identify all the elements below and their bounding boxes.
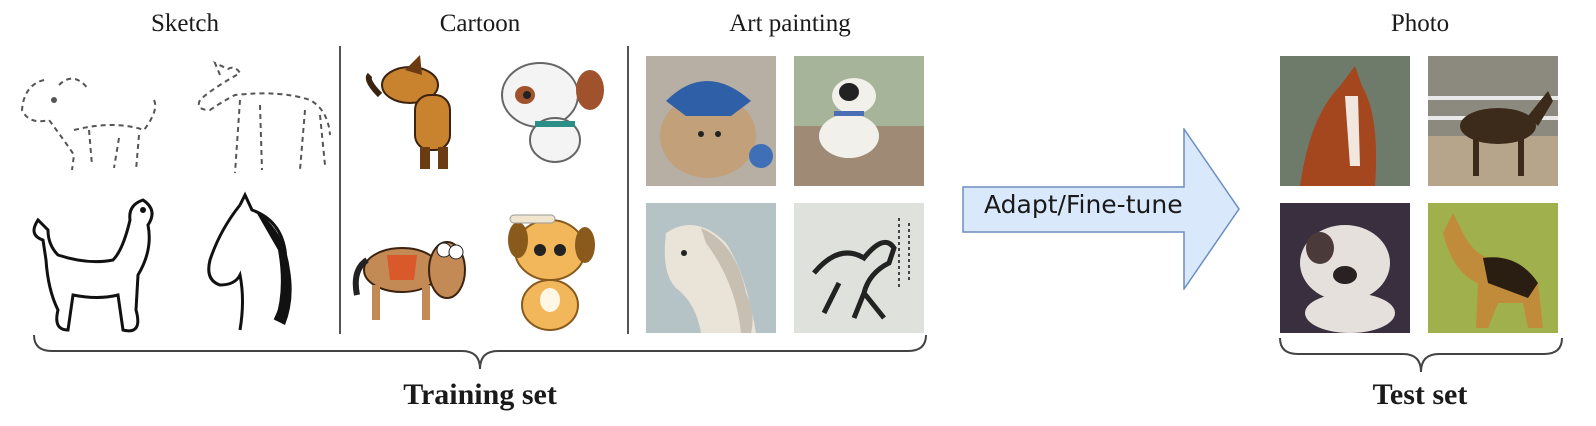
photo-horse-dark [1428, 56, 1558, 186]
separator-sketch-cartoon [339, 46, 341, 334]
test-set-label: Test set [1372, 378, 1468, 411]
art-painting-ink-horse [794, 203, 924, 333]
sketch-dog-dashed [20, 77, 157, 171]
training-set-brace [33, 334, 927, 370]
adapt-arrow [962, 128, 1240, 290]
adapt-fine-tune-label: Adapt/Fine-tune [984, 190, 1183, 219]
cartoon-puppy-bone [508, 214, 595, 331]
art-painting-dog-blue-hat [646, 56, 776, 186]
cartoon-puppy-white [501, 62, 604, 163]
cartoon-horse-brown [365, 55, 451, 169]
sketch-title: Sketch [150, 10, 220, 37]
cartoon-title: Cartoon [439, 10, 521, 37]
art-painting-dog-lying [794, 56, 924, 186]
art-painting-white-horse [646, 203, 776, 333]
photo-horse-chestnut [1280, 56, 1410, 186]
training-set-label: Training set [403, 378, 557, 411]
photo-bulldog [1280, 203, 1410, 333]
test-set-brace [1279, 337, 1563, 373]
cartoon-horse-saddle [352, 241, 466, 320]
photo-german-shepherd [1428, 203, 1558, 333]
sketch-horse-solid [207, 191, 292, 331]
sketch-dog-solid [32, 198, 154, 333]
separator-cartoon-art [627, 46, 629, 334]
art-painting-title: Art painting [729, 10, 851, 37]
photo-title: Photo [1390, 10, 1450, 37]
sketch-horse-dashed [197, 61, 331, 174]
